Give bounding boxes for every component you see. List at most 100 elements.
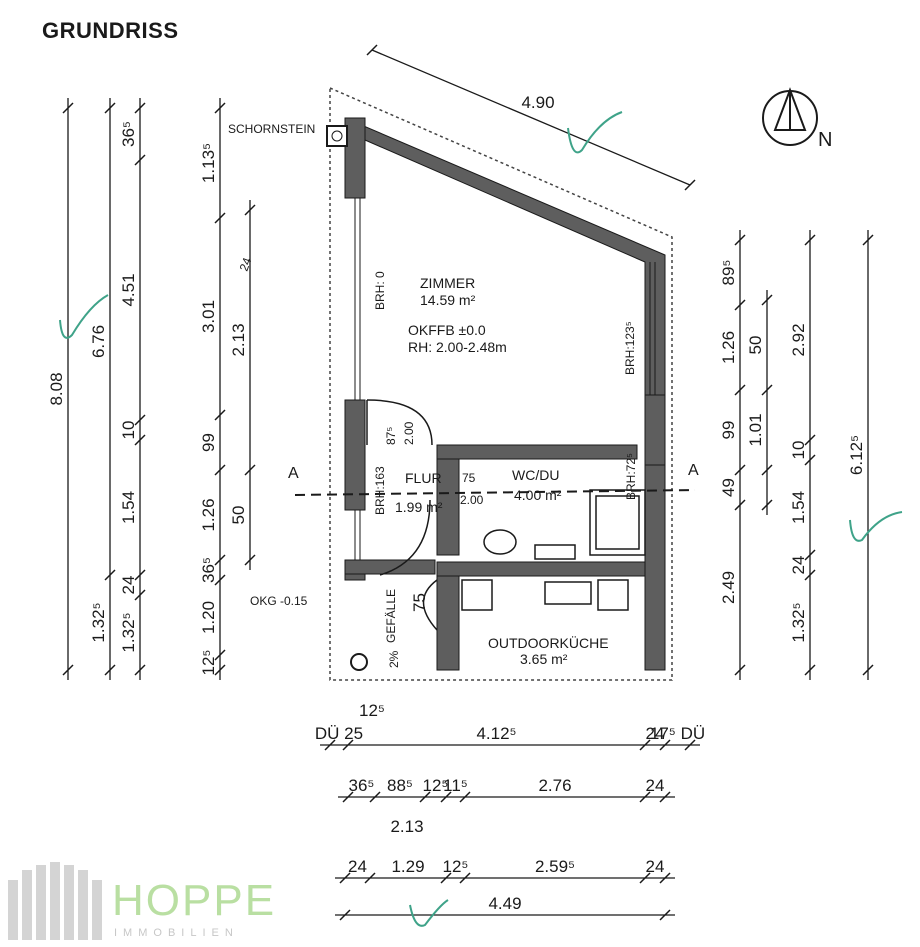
dim-left-col4: 1.13⁵ [199, 143, 218, 183]
dim-bottom-row3: 2.59⁵ [535, 857, 575, 876]
dim-right-col3: 10 [789, 441, 808, 460]
dim-right-col3: 2.92 [789, 323, 808, 356]
dim-bottom-row2: 12⁵ [423, 776, 449, 795]
dim-left-col5: 2.13 [229, 323, 248, 356]
section-a-left: A [288, 465, 299, 482]
dim-left-col4: 36⁵ [199, 557, 218, 583]
check-mark-icon [567, 111, 623, 154]
section-a-right: A [688, 462, 699, 479]
dim-bottom-row0: 12⁵ [359, 701, 385, 720]
dim-bottom-row3: 12⁵ [443, 857, 469, 876]
brand-logo: HOPPE IMMOBILIEN [8, 862, 276, 940]
north-arrow-icon [762, 87, 818, 146]
door-zimmer-width: 87⁵ [384, 427, 398, 445]
dim-bottom-row1: 17⁵ DÜ [650, 724, 705, 743]
chimney-flue [331, 130, 343, 142]
dim-bottom-row2b: 2.13 [390, 817, 423, 836]
dimension-chains: 8.08 6.76 1.32⁵ 36⁵ 4.51 10 1.54 24 1.32⁵ 1.13⁵ 3.… [47, 44, 874, 921]
room-zimmer-area: 14.59 m² [420, 292, 476, 308]
section-line [294, 489, 696, 496]
dim-left-col4: 3.01 [199, 300, 218, 333]
dim-right-col1: 99 [719, 421, 738, 440]
door-wc-height: 2.00 [460, 493, 484, 507]
dim-bottom-row3: 24 [348, 857, 367, 876]
dim-top-diag: 4.90 [521, 93, 554, 112]
dim-bottom-row1: 4.12⁵ [476, 724, 516, 743]
door-swing-kitchen [422, 579, 438, 631]
door-zimmer-height: 2.00 [402, 421, 416, 445]
gefaelle-pct: 2% [387, 650, 401, 668]
check-mark-icon [59, 294, 109, 339]
room-zimmer-rh: RH: 2.00-2.48m [408, 339, 507, 355]
dim-left-col3: 1.54 [119, 491, 138, 524]
dim-bottom-row2: 2.76 [538, 776, 571, 795]
dim-left-col5: 50 [229, 506, 248, 525]
dim-left-col2: 1.32⁵ [89, 602, 108, 642]
dim-left-col4: 99 [199, 433, 218, 452]
brand-sub: IMMOBILIEN [114, 927, 239, 939]
north-label: N [818, 129, 832, 151]
dim-left-col4: 12⁵ [199, 650, 218, 676]
dim-right-col3: 1.54 [789, 491, 808, 524]
window-lines [354, 198, 656, 560]
dim-left-col3: 4.51 [119, 273, 138, 306]
floor-drain [350, 653, 368, 671]
room-flur-name: FLUR [405, 470, 442, 486]
brh-0: BRH: 0 [373, 271, 387, 310]
wall-thickness-label: 24 [237, 255, 255, 273]
gefaelle-label: GEFÄLLE [384, 589, 398, 643]
door-wc-width: 75 [462, 471, 476, 485]
dim-bottom-row4: 4.49 [488, 894, 521, 913]
dim-right-col1: 1.26 [719, 331, 738, 364]
dim-right-col2: 1.01 [746, 413, 765, 446]
dim-right-col1: 89⁵ [719, 260, 738, 286]
dim-right-col3: 24 [789, 556, 808, 575]
brh-163: BRH:163 [373, 466, 387, 515]
room-kueche-name: OUTDOORKÜCHE [488, 634, 609, 651]
check-marks [59, 111, 903, 927]
chimney-label: SCHORNSTEIN [228, 122, 315, 136]
sanitary [461, 489, 646, 611]
dim-left-col2: 6.76 [89, 325, 108, 358]
room-zimmer-name: ZIMMER [420, 275, 475, 291]
dim-left-col3: 1.32⁵ [119, 612, 138, 652]
chimney [326, 125, 348, 147]
dim-right-col2: 50 [746, 336, 765, 355]
door-swing-entry [379, 499, 431, 576]
dim-left-col3: 10 [119, 421, 138, 440]
dim-left-col4: 1.26 [199, 498, 218, 531]
dim-bottom-row1: DÜ 25 [315, 724, 363, 743]
brh-123: BRH:123⁵ [623, 321, 637, 375]
dim-bottom-row2: 88⁵ [387, 776, 413, 795]
dim-bottom-row3: 24 [646, 857, 665, 876]
property-boundary [329, 86, 673, 681]
walls [344, 117, 666, 671]
dim-right-col3: 1.32⁵ [789, 602, 808, 642]
dim-left-col4: 1.20 [199, 601, 218, 634]
dim-bottom-row3: 1.29 [391, 857, 424, 876]
plan-title: GRUNDRISS [42, 18, 179, 43]
dim-bottom-row2: 11⁵ [443, 776, 468, 795]
room-wc-area: 4.00 m² [514, 487, 562, 503]
dim-left-total: 8.08 [47, 372, 66, 405]
room-zimmer-okffb: OKFFB ±0.0 [408, 322, 486, 338]
brh-72: BRH:72⁵ [624, 453, 638, 500]
dim-bottom-row2: 36⁵ [349, 776, 375, 795]
dim-bottom-row1: 24 [646, 724, 665, 743]
room-flur-area: 1.99 m² [395, 499, 443, 515]
dim-bottom-row2: 24 [646, 776, 665, 795]
room-wc-name: WC/DU [512, 467, 559, 483]
brand-name: HOPPE [112, 876, 276, 925]
dim-left-col3: 36⁵ [119, 121, 138, 147]
check-mark-icon [409, 899, 449, 927]
dim-right-col1: 2.49 [719, 571, 738, 604]
door-kueche-width: 75 [410, 593, 429, 612]
door-swing-zimmer [366, 399, 433, 446]
room-kueche-area: 3.65 m² [520, 651, 568, 667]
dim-right-col1: 49 [719, 478, 738, 497]
dim-left-col3: 24 [119, 576, 138, 595]
okg-label: OKG -0.15 [250, 594, 308, 608]
dim-right-col4: 6.12⁵ [847, 435, 866, 475]
check-mark-icon [849, 511, 903, 542]
